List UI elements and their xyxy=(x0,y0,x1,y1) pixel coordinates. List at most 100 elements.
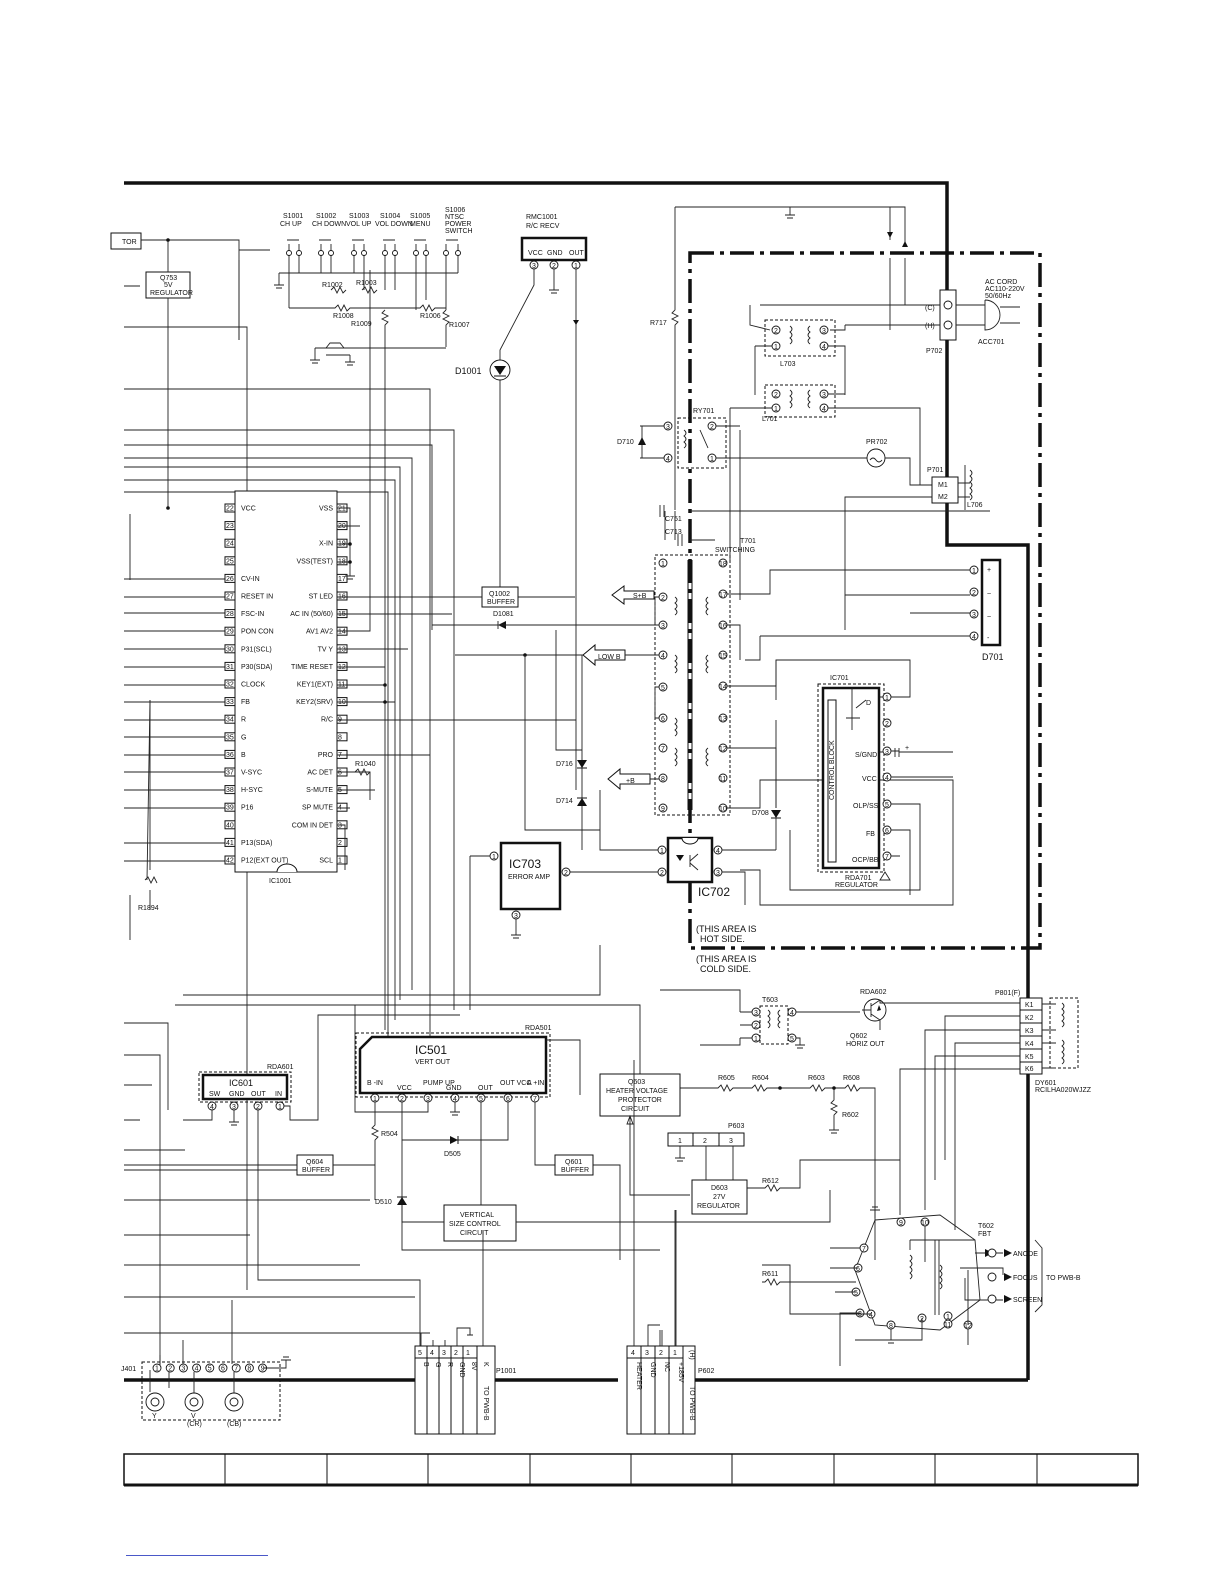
p1001-connector: 5 4 3 2 1 B G R GND 8V K TO PWB-B P1001 xyxy=(414,1230,516,1435)
svg-text:R1009: R1009 xyxy=(351,321,372,328)
svg-text:1: 1 xyxy=(661,561,665,568)
ic1001-pin-number: 26 xyxy=(226,576,234,583)
j401-pin-number: 8 xyxy=(247,1366,251,1373)
svg-text:HORIZ OUT: HORIZ OUT xyxy=(846,1041,885,1048)
ic1001-pin-number: 20 xyxy=(338,523,346,530)
svg-text:5: 5 xyxy=(479,1096,483,1103)
svg-text:VOL UP: VOL UP xyxy=(346,221,372,228)
ic1001-pin-label: COM IN DET xyxy=(292,822,334,829)
svg-text:D716: D716 xyxy=(556,761,573,768)
svg-text:K: K xyxy=(482,1362,489,1367)
svg-text:1: 1 xyxy=(574,263,578,270)
svg-text:VERT OUT: VERT OUT xyxy=(415,1059,451,1066)
ic1001-pin xyxy=(224,785,236,795)
ic1001-pin-number: 31 xyxy=(226,664,234,671)
ic1001-pin xyxy=(224,556,236,566)
ic1001-pin xyxy=(336,591,348,601)
ic1001-pin-number: 1 xyxy=(338,858,342,865)
svg-text:1: 1 xyxy=(710,456,714,463)
svg-text:4: 4 xyxy=(661,653,665,660)
svg-text:+: + xyxy=(905,745,909,752)
svg-text:D1001: D1001 xyxy=(455,366,482,376)
p801-deflection-yoke: P801(F) K1 K2 K3 K4 K5 K6 DY601 RCILHA02… xyxy=(899,990,1092,1230)
ic703-error-amp: IC703 ERROR AMP 1 2 3 xyxy=(469,841,571,1010)
ic601: RDA601 IC601 SW GND OUT IN 4 3 2 1 xyxy=(183,1014,460,1350)
svg-text:(CB): (CB) xyxy=(227,1421,241,1428)
svg-text:18: 18 xyxy=(719,561,727,568)
ic1001-pin-label: KEY1(EXT) xyxy=(297,682,333,689)
ic1001-pin-label: P13(SDA) xyxy=(241,840,273,847)
svg-text:VCC: VCC xyxy=(528,250,543,257)
horiz-resistor-chain: R605 R604 R603 R608 R602 xyxy=(660,1075,876,1260)
svg-text:12: 12 xyxy=(719,746,727,753)
ic1001-pin-number: 40 xyxy=(226,822,234,829)
ic1001-pin xyxy=(336,802,348,812)
svg-text:3: 3 xyxy=(514,913,518,920)
svg-text:HEATER VOLTAGE: HEATER VOLTAGE xyxy=(606,1088,668,1095)
svg-text:+185V: +185V xyxy=(677,1362,684,1383)
svg-text:K1: K1 xyxy=(1025,1002,1034,1009)
svg-text:1: 1 xyxy=(278,1104,282,1111)
ic1001-pin xyxy=(336,732,348,742)
svg-text:1: 1 xyxy=(885,695,889,702)
svg-text:FOCUS: FOCUS xyxy=(1013,1275,1038,1282)
svg-text:1: 1 xyxy=(678,1138,682,1145)
svg-text:S1003: S1003 xyxy=(349,213,369,220)
svg-text:LOW B: LOW B xyxy=(598,654,621,661)
svg-text:MENU: MENU xyxy=(410,221,431,228)
svg-text:K3: K3 xyxy=(1025,1028,1034,1035)
ic1001-pin-number: 23 xyxy=(226,523,234,530)
j401-pin xyxy=(244,1363,254,1373)
svg-text:R603: R603 xyxy=(808,1075,825,1082)
svg-text:2: 2 xyxy=(256,1104,260,1111)
svg-text:CONTROL BLOCK: CONTROL BLOCK xyxy=(829,740,836,800)
svg-text:SW: SW xyxy=(209,1091,221,1098)
j401-pin xyxy=(205,1363,215,1373)
svg-text:7: 7 xyxy=(885,854,889,861)
svg-text:D710: D710 xyxy=(617,439,634,446)
d701-bridge: + ~ ~ - 1 2 3 4 D701 xyxy=(745,558,1004,662)
area-notes: (THIS AREA IS HOT SIDE. (THIS AREA IS CO… xyxy=(696,924,757,974)
ic1001-pin xyxy=(336,573,348,583)
svg-text:6: 6 xyxy=(885,828,889,835)
j401-pin-number: 5 xyxy=(208,1366,212,1373)
svg-text:27V: 27V xyxy=(713,1194,726,1201)
t603-q602: T603 3 2 1 4 5 RDA602 Q602 HORIZ OUT xyxy=(660,989,1020,1049)
j401-pin xyxy=(152,1363,162,1373)
svg-text:RDA601: RDA601 xyxy=(267,1064,294,1071)
svg-text:G: G xyxy=(434,1362,441,1367)
svg-text:1: 1 xyxy=(774,344,778,351)
left-bus-lines xyxy=(124,239,641,1370)
svg-text:4: 4 xyxy=(885,775,889,782)
q753-regulator: TOR Q753 5V REGULATOR xyxy=(110,232,240,510)
svg-text:DY601: DY601 xyxy=(1035,1080,1057,1087)
svg-text:S1005: S1005 xyxy=(410,213,430,220)
supply-arrows: S+B LOW B +B xyxy=(455,585,659,791)
svg-text:5: 5 xyxy=(790,1036,794,1043)
svg-text:9: 9 xyxy=(899,1220,903,1227)
ic1001-pin-number: 17 xyxy=(338,576,346,583)
svg-text:1: 1 xyxy=(946,1314,950,1321)
svg-text:3: 3 xyxy=(442,1350,446,1357)
svg-text:9: 9 xyxy=(661,806,665,813)
svg-text:5: 5 xyxy=(418,1350,422,1357)
svg-text:2: 2 xyxy=(660,870,664,877)
svg-text:3: 3 xyxy=(661,623,665,630)
ic1001-pin-number: 15 xyxy=(338,611,346,618)
ic1001-pin-label: AV1 AV2 xyxy=(306,629,333,636)
svg-text:6: 6 xyxy=(506,1096,510,1103)
outer-border xyxy=(124,181,1042,1382)
svg-text:4: 4 xyxy=(666,456,670,463)
ic1001-pin-label: P16 xyxy=(241,805,254,812)
svg-text:RMC1001: RMC1001 xyxy=(526,214,558,221)
p603-d603: P603 1 2 3 D603 27V REGULATOR R612 xyxy=(659,1123,900,1348)
svg-text:AC110-220V: AC110-220V xyxy=(985,286,1025,293)
svg-text:(THIS AREA IS: (THIS AREA IS xyxy=(696,924,757,934)
footer-link-underline[interactable] xyxy=(126,1555,268,1556)
ic1001-pin xyxy=(336,679,348,689)
svg-text:4: 4 xyxy=(869,1312,873,1319)
ic1001-pin-label: TIME RESET xyxy=(291,664,334,671)
ic501-vert-out: RDA501 IC501 VERT OUT B -IN VCC PUMP UP … xyxy=(354,1005,660,1251)
svg-text:D603: D603 xyxy=(711,1185,728,1192)
svg-text:7: 7 xyxy=(661,746,665,753)
